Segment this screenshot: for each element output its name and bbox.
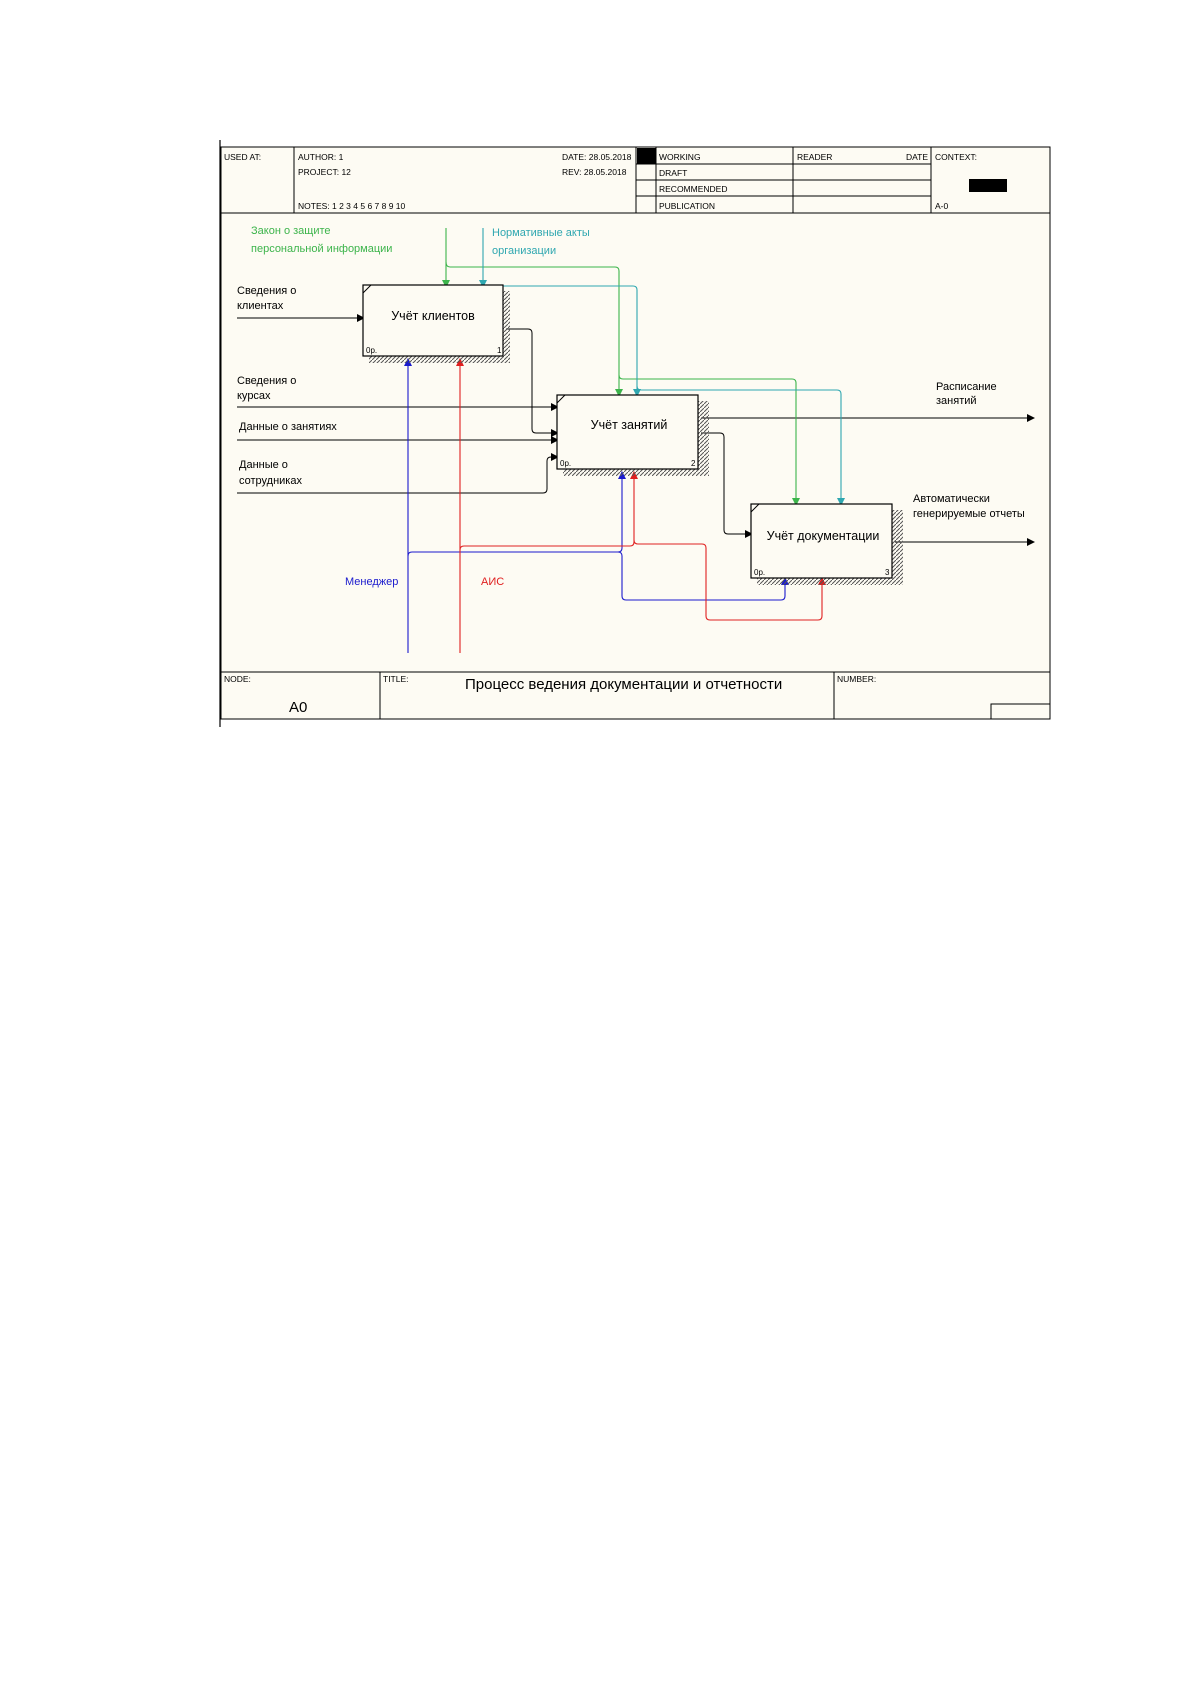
box-3-cost: 0р.	[754, 568, 765, 577]
label-control-law-line2: персональной информации	[251, 243, 392, 255]
arrow-mech-manager-box3	[617, 551, 789, 601]
draft-label: DRAFT	[659, 168, 687, 178]
footer-block: NODE: A0 TITLE: Процесс ведения документ…	[221, 671, 1051, 720]
arrow-mech-ais-bus	[459, 471, 638, 551]
arrow-control-law-box2	[445, 261, 623, 397]
label-input-clients-line1: Сведения о	[237, 285, 296, 297]
label-input-employees-line2: сотрудниках	[239, 475, 302, 487]
activity-box-3[interactable]: Учёт документации 0р. 3	[750, 503, 903, 585]
context-box-marker	[969, 179, 1007, 192]
label-control-acts-line2: организации	[492, 245, 556, 257]
arrow-input-employees	[237, 453, 559, 494]
box-2-title: Учёт занятий	[591, 418, 668, 432]
working-label: WORKING	[659, 152, 701, 162]
box-1-title: Учёт клиентов	[391, 309, 475, 323]
reader-label: READER	[797, 152, 832, 162]
notes-label: NOTES: 1 2 3 4 5 6 7 8 9 10	[298, 201, 406, 211]
label-input-lessons: Данные о занятиях	[239, 421, 337, 433]
context-node-label: A-0	[935, 201, 949, 211]
node-label: NODE:	[224, 674, 251, 684]
used-at-label: USED AT:	[224, 152, 261, 162]
red-mechanism-arrows	[456, 358, 826, 653]
box-1-cost: 0р.	[366, 346, 377, 355]
arrow-box2-to-box3	[701, 432, 753, 538]
title-label: TITLE:	[383, 674, 409, 684]
black-arrows	[237, 314, 1035, 546]
activity-box-1[interactable]: Учёт клиентов 0р. 1	[362, 284, 510, 363]
number-label: NUMBER:	[837, 674, 876, 684]
arrow-control-law-box3	[618, 374, 800, 506]
blue-mechanism-arrows	[404, 358, 789, 653]
green-control-arrows	[442, 228, 800, 506]
box-3-title: Учёт документации	[767, 529, 880, 543]
box-1-number: 1	[497, 346, 502, 355]
header-block: USED AT: AUTHOR: 1 PROJECT: 12 NOTES: 1 …	[221, 147, 1050, 214]
context-label: CONTEXT:	[935, 152, 977, 162]
activity-box-2[interactable]: Учёт занятий 0р. 2	[556, 394, 709, 476]
publication-label: PUBLICATION	[659, 201, 715, 211]
author-label: AUTHOR: 1	[298, 152, 344, 162]
label-output-schedule-line2: занятий	[936, 395, 977, 407]
arrow-labels: Закон о защите персональной информации Н…	[237, 225, 1025, 588]
box-2-cost: 0р.	[560, 459, 571, 468]
working-status-marker	[637, 148, 656, 164]
diagram-title: Процесс ведения документации и отчетност…	[465, 676, 782, 693]
project-label: PROJECT: 12	[298, 167, 351, 177]
arrow-control-acts-box2	[482, 281, 641, 397]
arrow-box1-to-box2	[506, 328, 559, 437]
rev-label: REV: 28.05.2018	[562, 167, 627, 177]
label-control-law-line1: Закон о защите	[251, 225, 331, 237]
box-2-number: 2	[691, 459, 696, 468]
recommended-label: RECOMMENDED	[659, 184, 727, 194]
label-output-reports-line1: Автоматически	[913, 493, 990, 505]
box-3-number: 3	[885, 568, 890, 577]
label-mech-manager: Менеджер	[345, 576, 398, 588]
date-label: DATE: 28.05.2018	[562, 152, 632, 162]
label-output-schedule-line1: Расписание	[936, 381, 997, 393]
label-input-employees-line1: Данные о	[239, 459, 288, 471]
label-input-courses-line1: Сведения о	[237, 375, 296, 387]
arrow-mech-ais-box3	[633, 539, 826, 621]
label-control-acts-line1: Нормативные акты	[492, 227, 590, 239]
reader-date-label: DATE	[906, 152, 928, 162]
arrow-control-acts-box3	[636, 385, 845, 506]
label-input-clients-line2: клиентах	[237, 300, 284, 312]
node-value: A0	[289, 699, 307, 716]
label-output-reports-line2: генерируемые отчеты	[913, 508, 1025, 520]
label-mech-ais: АИС	[481, 576, 504, 588]
label-input-courses-line2: курсах	[237, 390, 271, 402]
teal-control-arrows	[479, 228, 845, 506]
